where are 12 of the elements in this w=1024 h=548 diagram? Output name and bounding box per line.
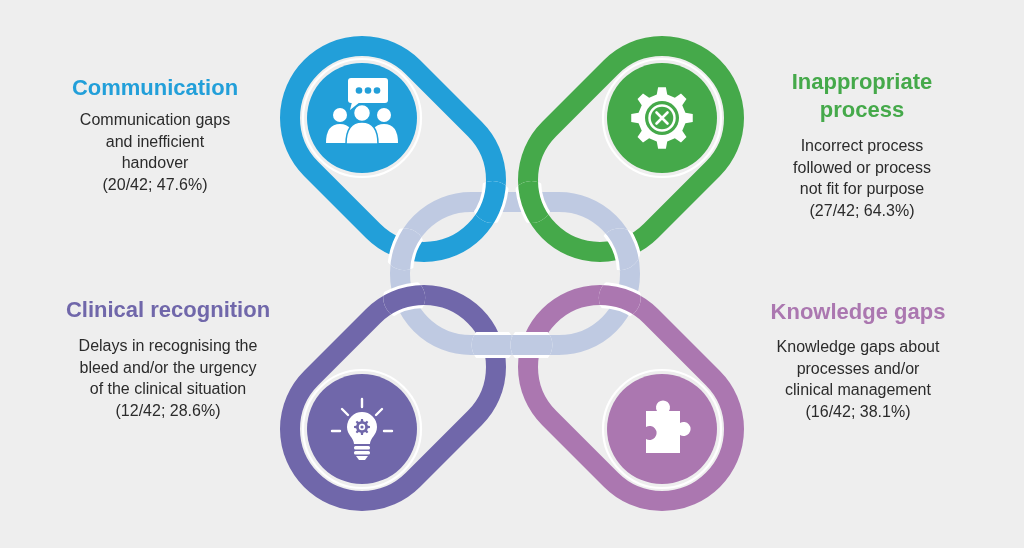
category-title: Communication <box>71 74 239 102</box>
cause-description: Knowledge gaps about processes and/or clinical management <box>775 337 941 400</box>
case-count: (20/42; 47.6%) <box>102 175 208 195</box>
case-count: (16/42; 38.1%) <box>805 402 911 422</box>
cause-description: Incorrect process followed or process not fit for purpose <box>792 136 932 199</box>
cause-description: Communication gaps and inefficient handover <box>78 110 232 173</box>
category-title: Knowledge gaps <box>770 298 946 326</box>
category-title: Clinical recognition <box>65 296 271 324</box>
case-count: (27/42; 64.3%) <box>809 201 915 221</box>
case-count: (12/42; 28.6%) <box>115 401 221 421</box>
cause-description: Delays in recognising the bleed and/or the urgency of the clinical situation <box>77 336 259 399</box>
category-title: Inappropriate process <box>790 68 934 124</box>
